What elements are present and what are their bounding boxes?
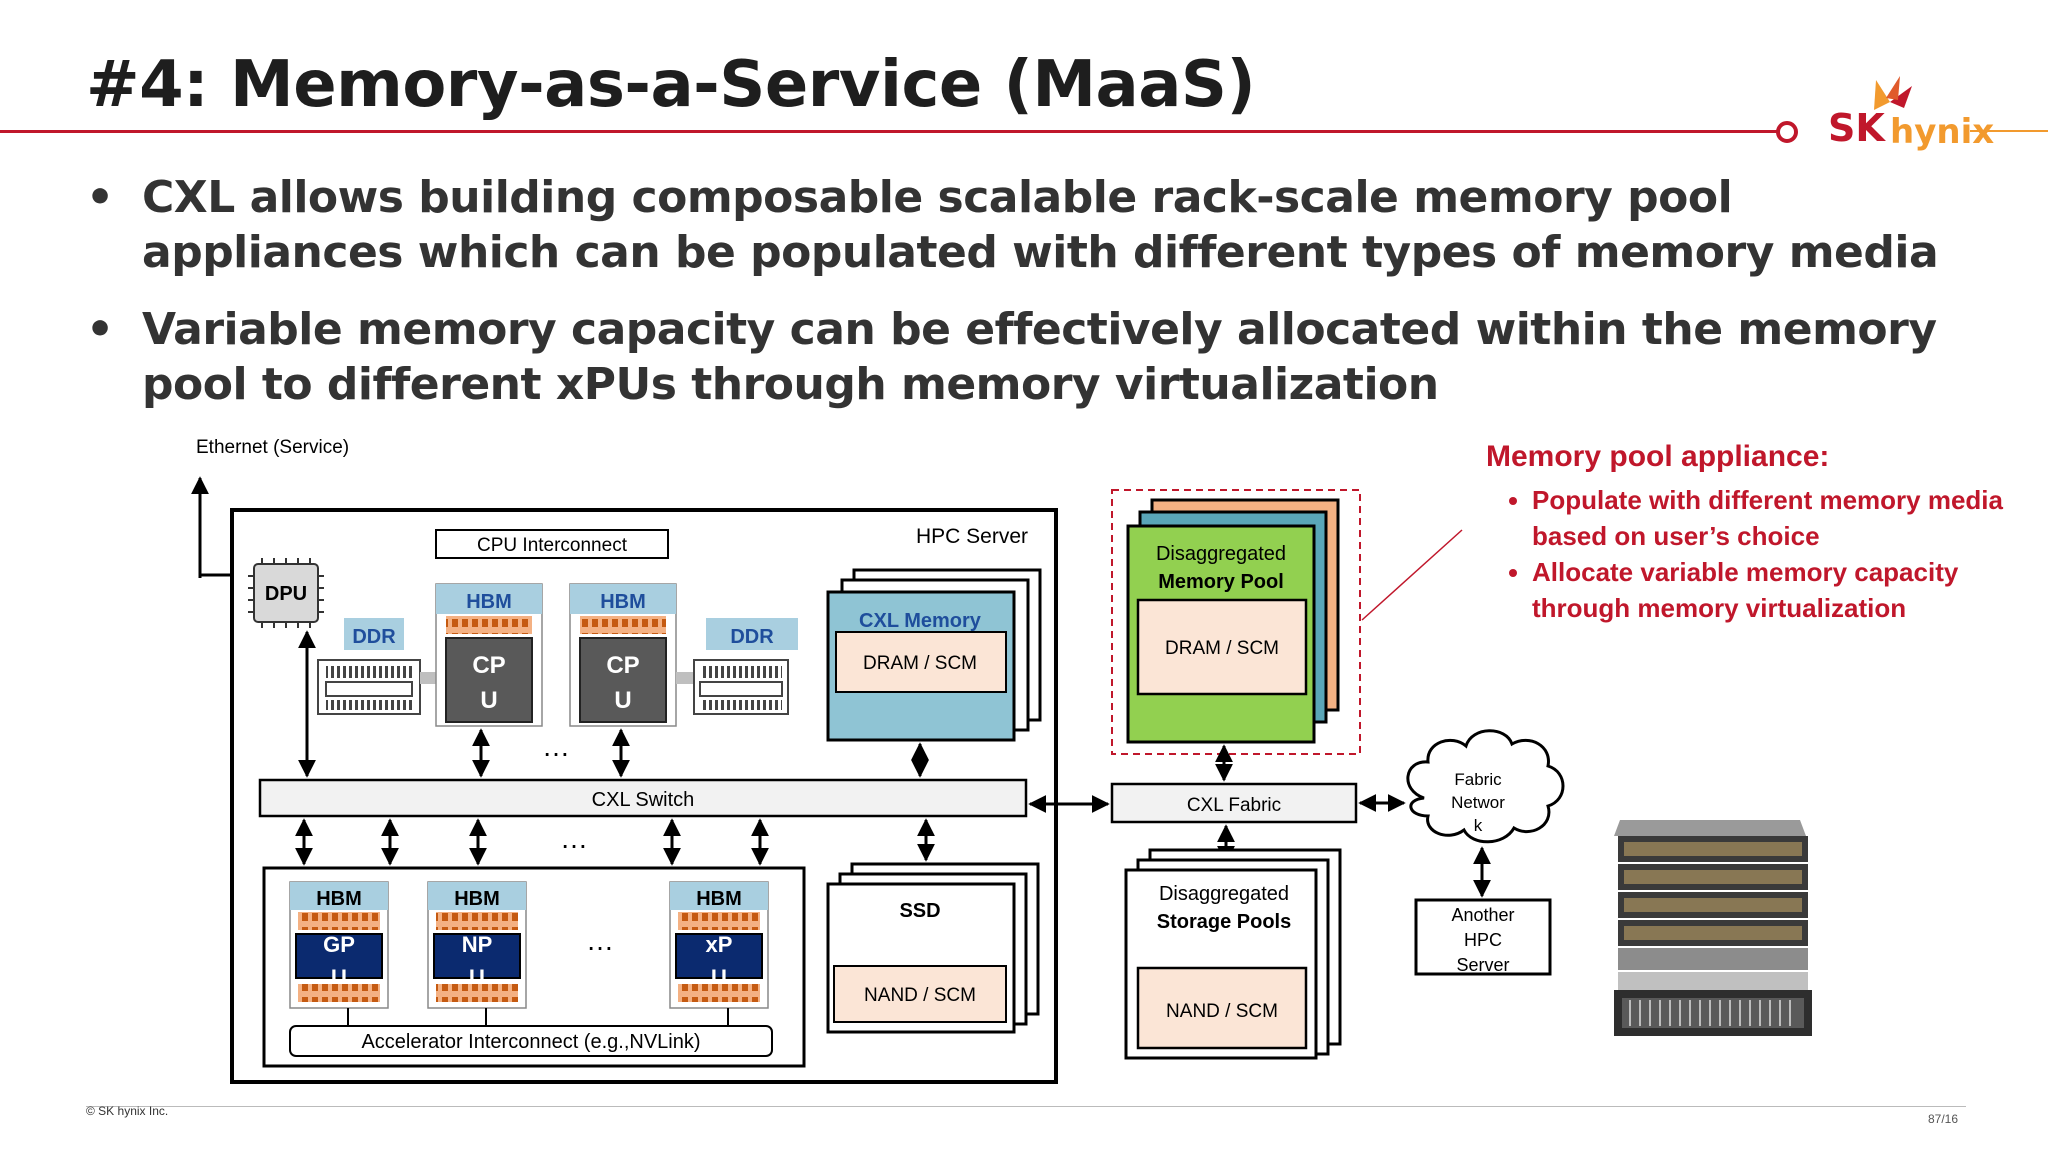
cxl-fabric-bar — [1110, 782, 1358, 824]
callout-item: Populate with different memory media bas… — [1532, 482, 2006, 554]
cxl-memory-stack: CXL Memory DRAM / SCM — [826, 568, 1042, 742]
npu-label-line2: U — [469, 965, 485, 990]
storage-pool-stack: Disaggregated Storage Pools NAND / SCM — [1124, 848, 1342, 1060]
title-underline — [0, 130, 1790, 133]
ddr-label: DDR — [730, 626, 774, 648]
cxl-switch-label: CXL Switch — [592, 789, 695, 811]
callout-item: Allocate variable memory capacity throug… — [1532, 554, 2006, 626]
cxl-switch-bar — [258, 778, 1028, 818]
cpu-interconnect-bar — [435, 529, 669, 559]
dpu-chip: DPU — [248, 558, 324, 628]
cpu-label-line1: CP — [472, 652, 505, 679]
fabric-network-label-line2: Networ — [1451, 793, 1505, 812]
gpu-module: HBM GP U — [289, 881, 389, 1009]
switch-up-arrows — [298, 630, 929, 778]
cpu-label-line2: U — [480, 687, 497, 714]
nand-scm-label: NAND / SCM — [1166, 1001, 1278, 1022]
gpu-label-line1: GP — [323, 932, 355, 957]
ssd-stack: SSD NAND / SCM — [826, 862, 1040, 1034]
cpu-1: HBM CP U — [435, 583, 543, 727]
memory-pool-label: Memory Pool — [1158, 571, 1284, 593]
accelerator-links — [347, 1008, 729, 1026]
sk-hynix-logo: SK hynix — [1828, 72, 1994, 152]
title-underline-dot — [1776, 121, 1798, 143]
slide-title: #4: Memory-as-a-Service (MaaS) — [86, 48, 1256, 122]
butterfly-logo-icon — [1874, 76, 1912, 110]
ddr-module-left: DDR — [317, 618, 421, 715]
bullet-dot: • — [86, 304, 114, 355]
gpu-label-line2: U — [331, 965, 347, 990]
ddr-label: DDR — [352, 626, 396, 648]
cxl-fabric-label: CXL Fabric — [1187, 795, 1281, 816]
hbm-label: HBM — [600, 591, 646, 613]
fabric-network-cloud-icon: Fabric Networ k — [1406, 729, 1565, 844]
hbm-label: HBM — [466, 591, 512, 613]
another-hpc-label-line2: HPC — [1464, 930, 1502, 950]
ddr-link-left — [420, 672, 436, 684]
switch-ellipsis: … — [560, 823, 588, 854]
footer-divider — [86, 1106, 1966, 1107]
copyright-text: © SK hynix Inc. — [86, 1104, 169, 1118]
cpu-label-line1: CP — [606, 652, 639, 679]
callout-list: Populate with different memory media bas… — [1486, 482, 2006, 626]
memory-pool-callout: Memory pool appliance: Populate with dif… — [1486, 440, 2006, 626]
logo-sk-text: SK — [1828, 106, 1885, 150]
callout-title: Memory pool appliance: — [1486, 440, 1830, 473]
logo-hynix-text: hynix — [1890, 112, 1995, 152]
another-hpc-label-line1: Another — [1451, 905, 1514, 925]
xpu-label-line1: xP — [706, 932, 733, 957]
another-hpc-server-box — [1414, 898, 1552, 976]
ddr-module-right: DDR — [693, 618, 798, 715]
hpc-server-label: HPC Server — [916, 525, 1028, 548]
bullet-text: CXL allows building composable scalable … — [142, 172, 1939, 278]
callout-leader-line — [1361, 529, 1463, 621]
memory-pool-highlight — [1111, 489, 1361, 755]
xpu-label-line2: U — [711, 965, 727, 990]
fabric-network-label-line3: k — [1474, 816, 1483, 835]
cpu-label-line2: U — [614, 687, 631, 714]
rack-server-icon — [1614, 820, 1812, 1036]
hbm-label: HBM — [696, 888, 742, 910]
cxl-memory-label: CXL Memory — [859, 610, 982, 632]
ssd-label: SSD — [899, 900, 940, 922]
npu-module: HBM NP U — [427, 881, 527, 1009]
hbm-label: HBM — [454, 888, 500, 910]
ethernet-label: Ethernet (Service) — [196, 437, 349, 458]
hbm-label: HBM — [316, 888, 362, 910]
nand-scm-label: NAND / SCM — [864, 985, 976, 1006]
switch-down-arrows — [295, 818, 935, 866]
cpu-ellipsis: … — [542, 731, 570, 762]
dram-scm-label: DRAM / SCM — [863, 653, 977, 674]
disaggregated-label: Disaggregated — [1156, 543, 1286, 565]
bullet-dot: • — [86, 172, 114, 223]
bullet-text: Variable memory capacity can be effectiv… — [142, 304, 1937, 410]
ddr-link-right — [676, 672, 696, 684]
title-underline-accent — [1970, 130, 2048, 132]
fabric-network-label-line1: Fabric — [1454, 770, 1502, 789]
disaggregated-label: Disaggregated — [1159, 883, 1289, 905]
accelerator-interconnect-label: Accelerator Interconnect (e.g.,NVLink) — [361, 1031, 700, 1053]
another-hpc-label-line3: Server — [1456, 955, 1509, 975]
bullet-item: • Variable memory capacity can be effect… — [86, 302, 1946, 412]
npu-label-line1: NP — [462, 932, 493, 957]
accelerator-interconnect-bar — [289, 1025, 773, 1057]
memory-pool-stack: Disaggregated Memory Pool DRAM / SCM — [1126, 498, 1340, 744]
xpu-module: HBM xP U — [669, 881, 769, 1009]
accelerator-ellipsis: … — [586, 925, 614, 956]
bullet-list: • CXL allows building composable scalabl… — [86, 170, 1946, 434]
page-number: 87/16 — [1928, 1112, 1959, 1126]
bullet-item: • CXL allows building composable scalabl… — [86, 170, 1946, 280]
dpu-label: DPU — [265, 583, 307, 605]
dram-scm-label: DRAM / SCM — [1165, 638, 1279, 659]
cpu-interconnect-label: CPU Interconnect — [477, 535, 628, 556]
storage-pools-label: Storage Pools — [1157, 911, 1291, 933]
cpu-2: HBM CP U — [569, 583, 677, 727]
